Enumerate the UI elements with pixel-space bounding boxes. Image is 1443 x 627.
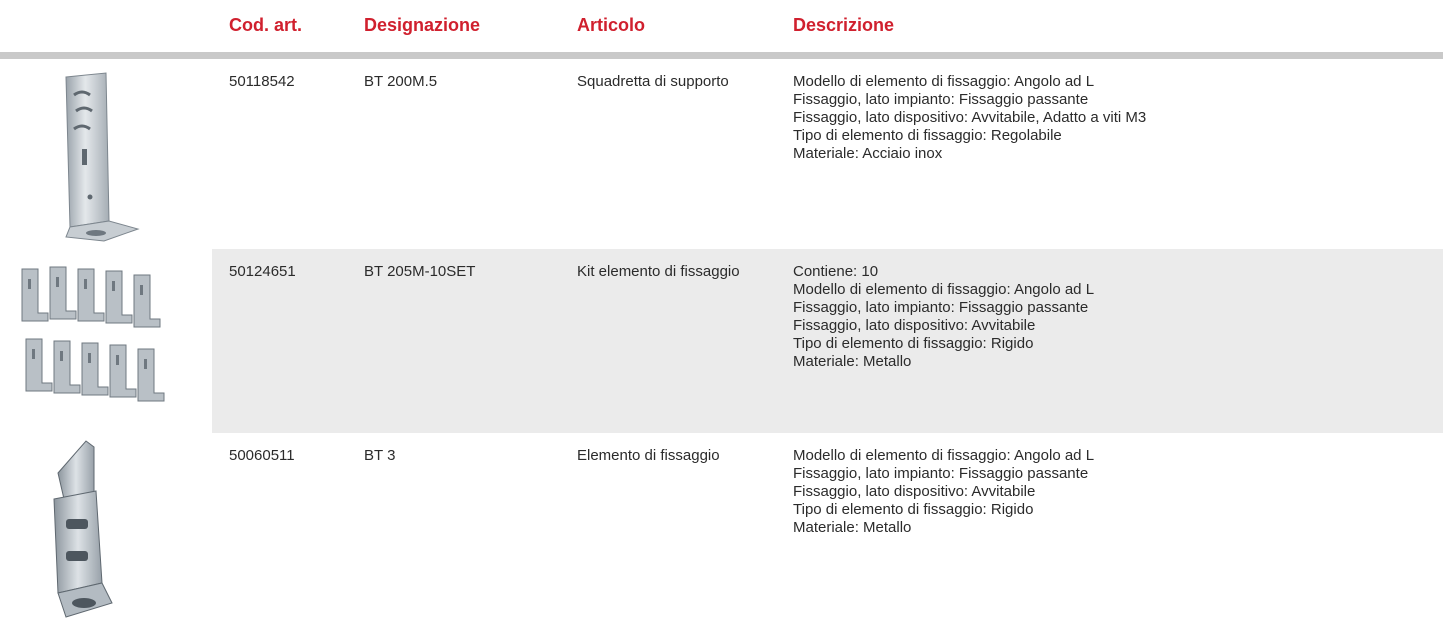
header-code: Cod. art. bbox=[229, 15, 303, 35]
item-code: 50060511 bbox=[229, 447, 295, 464]
table-row: 50060511 BT 3 Elemento di fissaggio Mode… bbox=[0, 433, 1443, 627]
item-article: Elemento di fissaggio bbox=[577, 447, 720, 464]
item-article: Squadretta di supporto bbox=[577, 73, 729, 90]
item-article: Kit elemento di fissaggio bbox=[577, 263, 740, 280]
table-header: Cod. art. Designazione Articolo Descrizi… bbox=[0, 0, 1443, 52]
item-designation: BT 200M.5 bbox=[364, 73, 438, 90]
item-description: Contiene: 10 Modello di elemento di fiss… bbox=[793, 263, 1095, 370]
header-description: Descrizione bbox=[793, 15, 895, 35]
mounting-bracket-icon bbox=[10, 433, 200, 627]
bracket-set-icon bbox=[10, 249, 200, 433]
header-divider bbox=[0, 52, 1443, 59]
item-designation: BT 3 bbox=[364, 447, 396, 464]
item-description: Modello di elemento di fissaggio: Angolo… bbox=[793, 73, 1147, 162]
item-description: Modello di elemento di fissaggio: Angolo… bbox=[793, 447, 1095, 536]
table-row: 50118542 BT 200M.5 Squadretta di support… bbox=[0, 59, 1443, 247]
l-bracket-icon bbox=[10, 59, 200, 247]
table-row: 50124651 BT 205M-10SET Kit elemento di f… bbox=[0, 249, 1443, 433]
header-designation: Designazione bbox=[364, 15, 481, 35]
item-code: 50124651 bbox=[229, 263, 296, 280]
item-designation: BT 205M-10SET bbox=[364, 263, 476, 280]
item-code: 50118542 bbox=[229, 73, 295, 90]
header-article: Articolo bbox=[577, 15, 646, 35]
